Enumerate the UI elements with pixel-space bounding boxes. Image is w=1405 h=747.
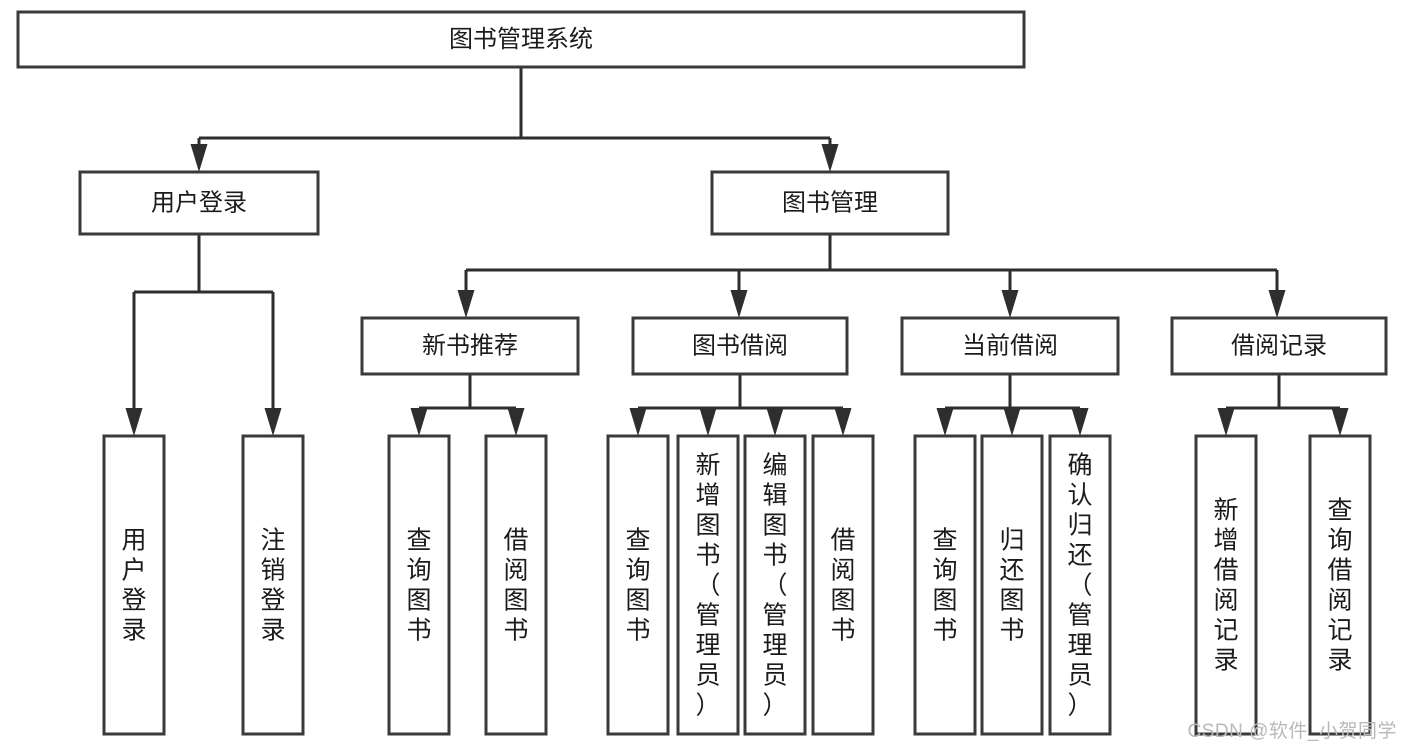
node-box-leaf-confirm-return bbox=[1048, 434, 1112, 736]
node-box-new-book-recommend bbox=[360, 316, 580, 376]
node-box-leaf-add-book bbox=[676, 434, 740, 736]
watermark-text: CSDN @软件_小贺同学 bbox=[1187, 721, 1397, 742]
node-user-login[interactable]: 用户登录 bbox=[78, 170, 320, 236]
node-label-leaf-user-login: 用户登录 bbox=[121, 526, 146, 644]
node-label-current-borrow: 当前借阅 bbox=[962, 332, 1058, 359]
node-label-user-login: 用户登录 bbox=[151, 189, 247, 216]
node-box-leaf-user-login bbox=[102, 434, 166, 736]
nodes-layer: 图书管理系统用户登录图书管理新书推荐图书借阅当前借阅借阅记录用户登录注销登录查询… bbox=[16, 10, 1388, 736]
node-box-leaf-query-book-current bbox=[913, 434, 977, 736]
node-box-book-manage bbox=[710, 170, 950, 236]
node-leaf-add-borrow-record[interactable]: 新增借阅记录 bbox=[1194, 434, 1258, 736]
node-box-leaf-borrow-book bbox=[811, 434, 875, 736]
node-leaf-query-borrow-record[interactable]: 查询借阅记录 bbox=[1308, 434, 1372, 736]
node-box-borrow-record bbox=[1170, 316, 1388, 376]
node-label-leaf-borrow-book-recommend: 借阅图书 bbox=[503, 526, 528, 644]
node-label-leaf-borrow-book: 借阅图书 bbox=[830, 526, 855, 644]
node-label-leaf-logout: 注销登录 bbox=[260, 526, 285, 644]
node-box-root bbox=[16, 10, 1026, 69]
node-label-leaf-query-borrow-record: 查询借阅记录 bbox=[1327, 496, 1352, 674]
node-leaf-confirm-return[interactable]: 确认归还（管理员） bbox=[1048, 434, 1112, 736]
node-label-leaf-query-book-borrow: 查询图书 bbox=[625, 526, 650, 644]
node-leaf-borrow-book-recommend[interactable]: 借阅图书 bbox=[484, 434, 548, 736]
connector-user-login-to-leaves bbox=[125, 234, 282, 436]
node-leaf-edit-book[interactable]: 编辑图书（管理员） bbox=[743, 434, 807, 736]
node-leaf-query-book-recommend[interactable]: 查询图书 bbox=[387, 434, 451, 736]
node-new-book-recommend[interactable]: 新书推荐 bbox=[360, 316, 580, 376]
connector-root-to-level2 bbox=[190, 67, 839, 172]
node-current-borrow[interactable]: 当前借阅 bbox=[900, 316, 1120, 376]
node-box-leaf-query-borrow-record bbox=[1308, 434, 1372, 736]
node-box-book-borrow bbox=[631, 316, 849, 376]
node-leaf-user-login[interactable]: 用户登录 bbox=[102, 434, 166, 736]
node-box-user-login bbox=[78, 170, 320, 236]
connector-new-book-recommend-to-leaves bbox=[410, 374, 525, 436]
node-leaf-query-book-current[interactable]: 查询图书 bbox=[913, 434, 977, 736]
node-box-leaf-borrow-book-recommend bbox=[484, 434, 548, 736]
node-root[interactable]: 图书管理系统 bbox=[16, 10, 1026, 69]
node-book-manage[interactable]: 图书管理 bbox=[710, 170, 950, 236]
node-label-borrow-record: 借阅记录 bbox=[1231, 332, 1327, 359]
node-label-leaf-confirm-return: 确认归还（管理员） bbox=[1067, 451, 1092, 719]
node-label-book-borrow: 图书借阅 bbox=[692, 332, 788, 359]
node-box-current-borrow bbox=[900, 316, 1120, 376]
node-box-leaf-return-book bbox=[980, 434, 1044, 736]
node-label-leaf-add-borrow-record: 新增借阅记录 bbox=[1213, 496, 1238, 674]
connector-book-manage-to-level3 bbox=[457, 234, 1286, 318]
node-leaf-borrow-book[interactable]: 借阅图书 bbox=[811, 434, 875, 736]
connectors-layer bbox=[125, 67, 1349, 436]
node-box-leaf-edit-book bbox=[743, 434, 807, 736]
node-label-leaf-query-book-recommend: 查询图书 bbox=[406, 526, 431, 644]
node-box-leaf-logout bbox=[241, 434, 305, 736]
node-box-leaf-add-borrow-record bbox=[1194, 434, 1258, 736]
node-label-leaf-return-book: 归还图书 bbox=[999, 526, 1024, 644]
node-box-leaf-query-book-recommend bbox=[387, 434, 451, 736]
node-label-new-book-recommend: 新书推荐 bbox=[422, 332, 518, 359]
node-book-borrow[interactable]: 图书借阅 bbox=[631, 316, 849, 376]
node-label-leaf-edit-book: 编辑图书（管理员） bbox=[762, 451, 787, 719]
node-borrow-record[interactable]: 借阅记录 bbox=[1170, 316, 1388, 376]
node-label-leaf-add-book: 新增图书（管理员） bbox=[695, 451, 720, 719]
node-label-root: 图书管理系统 bbox=[449, 26, 593, 53]
node-box-leaf-query-book-borrow bbox=[606, 434, 670, 736]
node-leaf-query-book-borrow[interactable]: 查询图书 bbox=[606, 434, 670, 736]
connector-borrow-record-to-leaves bbox=[1217, 374, 1349, 436]
node-label-leaf-query-book-current: 查询图书 bbox=[932, 526, 957, 644]
node-label-book-manage: 图书管理 bbox=[782, 189, 878, 216]
node-leaf-logout[interactable]: 注销登录 bbox=[241, 434, 305, 736]
node-leaf-return-book[interactable]: 归还图书 bbox=[980, 434, 1044, 736]
connector-current-borrow-to-leaves bbox=[936, 374, 1089, 436]
node-leaf-add-book[interactable]: 新增图书（管理员） bbox=[676, 434, 740, 736]
connector-book-borrow-to-leaves bbox=[629, 374, 852, 436]
